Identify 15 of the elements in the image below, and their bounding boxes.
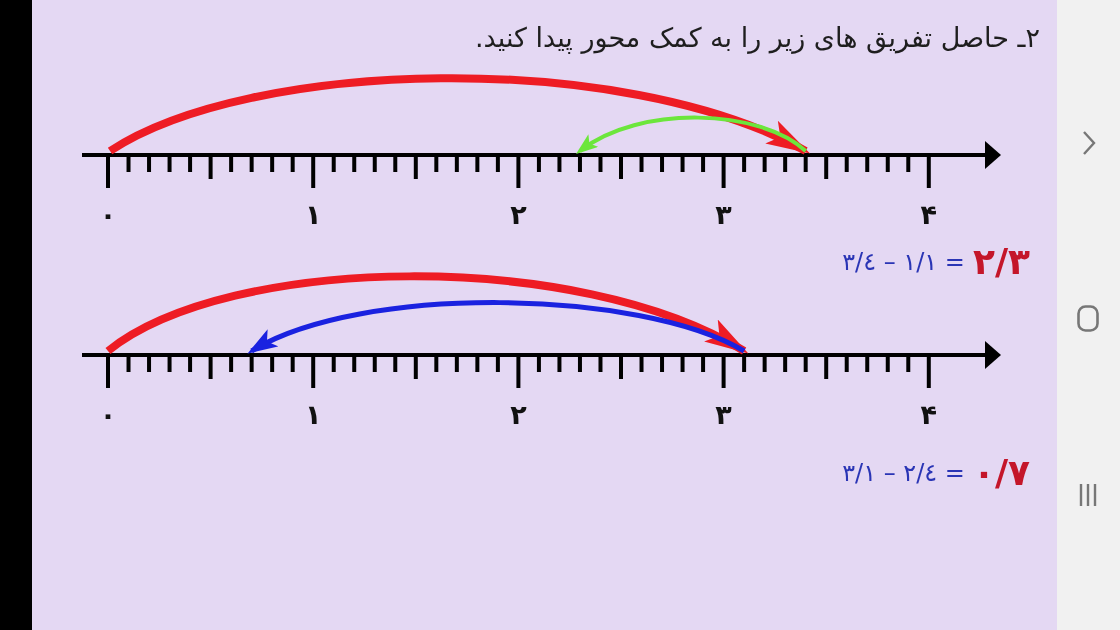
tick-label: ۰: [98, 200, 118, 230]
tick-label: ۴: [919, 200, 939, 230]
tick-label: ۰: [98, 400, 118, 430]
instruction-text: ۲ـ حاصل تفریق های زیر را به کمک محور پیدا کنید.: [475, 21, 1040, 56]
equation-text: ٣/٤ – ١/١ =: [842, 247, 965, 277]
tick-label: ۱: [303, 400, 323, 430]
equation-text: ٣/١ – ٢/٤ =: [842, 458, 965, 488]
tick-label: ۳: [714, 200, 733, 230]
answer-text: ٠/٧: [972, 451, 1030, 495]
answer-text: ٢/٣: [972, 240, 1030, 284]
tick-label: ۱: [303, 200, 323, 230]
tick-label: ۲: [509, 200, 528, 230]
tick-label: ۴: [919, 400, 939, 430]
tick-label: ۳: [714, 400, 733, 430]
tick-label: ۲: [509, 400, 528, 430]
